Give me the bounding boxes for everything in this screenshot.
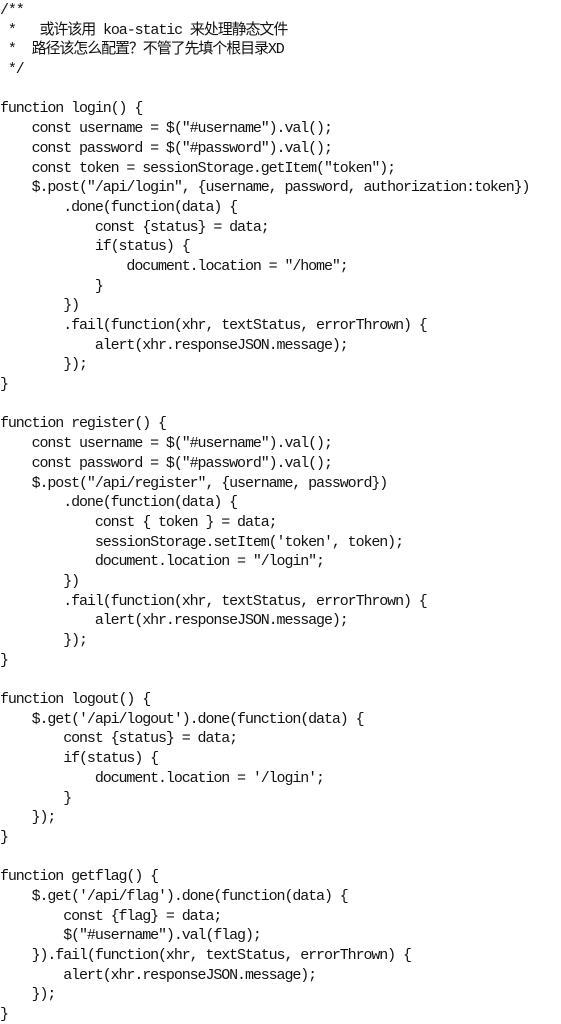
code-line	[0, 80, 561, 100]
code-line: })	[0, 572, 80, 590]
code-line: function login() {	[0, 100, 143, 118]
code-line: const token = sessionStorage.getItem("to…	[0, 159, 397, 177]
code-line: .fail(function(xhr, textStatus, errorThr…	[0, 317, 428, 334]
code-line: }	[0, 277, 104, 295]
code-line	[0, 670, 561, 690]
code-line: });	[0, 986, 57, 1004]
code-line: * 或许该用 koa-static 来处理静态文件	[0, 21, 288, 39]
code-line: });	[0, 809, 57, 827]
code-line: }	[0, 376, 9, 394]
code-line: });	[0, 356, 88, 374]
code-line: alert(xhr.responseJSON.message);	[0, 966, 317, 984]
code-line: $.post("/api/register", {username, passw…	[0, 474, 389, 492]
code-line: document.location = "/home";	[0, 257, 348, 275]
code-line: .done(function(data) {	[0, 494, 238, 512]
code-line: const {status} = data;	[0, 730, 238, 748]
code-line: $.get('/api/logout').done(function(data)…	[0, 710, 365, 728]
code-line: }).fail(function(xhr, textStatus, errorT…	[0, 947, 412, 964]
code-line: });	[0, 632, 88, 649]
code-line: /**	[0, 2, 25, 19]
code-line: * 路径该怎么配置？不管了先填个根目录XD	[0, 41, 285, 59]
code-line	[0, 395, 561, 415]
code-line: function logout() {	[0, 691, 151, 709]
code-line: $.get('/api/flag').done(function(data) {	[0, 887, 349, 905]
code-line: $.post("/api/login", {username, password…	[0, 179, 531, 197]
code-line: alert(xhr.responseJSON.message);	[0, 612, 349, 630]
code-line: if(status) {	[0, 750, 159, 768]
code-line: .done(function(data) {	[0, 198, 238, 216]
code-line: document.location = "/login";	[0, 553, 325, 571]
code-line: const username = $("#username").val();	[0, 435, 333, 453]
code-line: */	[0, 61, 25, 79]
code-line: const {flag} = data;	[0, 907, 222, 925]
code-line: function register() {	[0, 415, 167, 433]
code-line: alert(xhr.responseJSON.message);	[0, 336, 349, 354]
code-line: document.location = '/login';	[0, 769, 325, 787]
code-line: if(status) {	[0, 238, 191, 256]
code-line: const username = $("#username").val();	[0, 120, 333, 138]
code-line: }	[0, 789, 72, 807]
code-line: }	[0, 1006, 9, 1024]
code-line: const { token } = data;	[0, 513, 278, 531]
code-line: .fail(function(xhr, textStatus, errorThr…	[0, 592, 428, 610]
code-line: }	[0, 828, 9, 846]
code-line: const password = $("#password").val();	[0, 139, 333, 157]
code-line: function getflag() {	[0, 868, 159, 886]
code-line: }	[0, 651, 9, 669]
code-line: sessionStorage.setItem('token', token);	[0, 533, 404, 551]
code-line: })	[0, 297, 80, 315]
code-line: const password = $("#password").val();	[0, 454, 333, 472]
code-line: $("#username").val(flag);	[0, 927, 262, 945]
code-line: const {status} = data;	[0, 218, 270, 236]
code-line	[0, 848, 561, 868]
